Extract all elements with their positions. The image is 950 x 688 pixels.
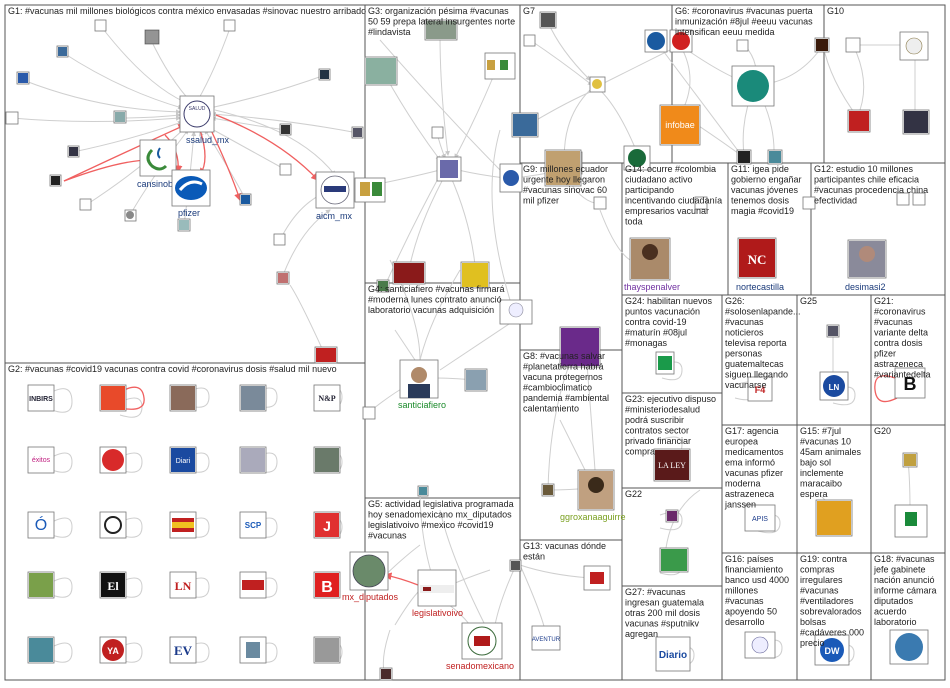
svg-text:El: El: [107, 579, 119, 593]
mid-right-nodes: thayspenalver NC nortecastilla desimasi2…: [531, 149, 926, 651]
svg-text:Diario: Diario: [659, 650, 687, 661]
node-label-ssalud: ssalud_mx: [186, 135, 230, 145]
svg-text:B: B: [904, 374, 917, 394]
svg-text:SALUD: SALUD: [189, 106, 206, 112]
svg-text:APIS: APIS: [752, 516, 768, 523]
group-g2-label: G2: #vacunas #covid19 vacunas contra cov…: [8, 364, 337, 374]
svg-text:INBIRS: INBIRS: [29, 396, 53, 403]
group-g4: [364, 282, 521, 499]
node-label-santiciafiero: santiciafiero: [398, 400, 446, 410]
edges: [11, 21, 929, 676]
node-label-desimasi2: desimasi2: [845, 282, 886, 292]
svg-text:EV: EV: [174, 643, 193, 658]
group-g20-label: G20: [874, 426, 891, 436]
svg-text:LA LEY: LA LEY: [658, 461, 686, 470]
svg-text:éxitos: éxitos: [32, 457, 51, 464]
svg-text:LN: LN: [829, 383, 840, 392]
group-g25-label: G25: [800, 296, 817, 306]
group-g4-label: G4: santiciafiero #vacunas firmará#moder…: [368, 284, 505, 315]
svg-text:LN: LN: [175, 579, 192, 593]
svg-text:infobae: infobae: [665, 120, 695, 130]
svg-text:DW: DW: [825, 646, 840, 656]
node-label-aicm: aicm_mx: [316, 211, 353, 221]
group-g23-label: G23: ejecutivo dispuso#ministeriodesalud…: [625, 394, 716, 457]
group-g18: [870, 552, 946, 681]
node-label-mx-diputados: mx_diputados: [342, 592, 399, 602]
group-g25: [796, 294, 872, 426]
g1-nodes: SALUD ssalud_mx cansinob pfizer aicm_mx: [5, 19, 364, 364]
node-label-senadomexicano: senadomexicano: [446, 661, 514, 671]
g3-g4-g5-nodes: santiciafiero mx_diputados legislativoiv…: [342, 19, 533, 681]
node-icon: [273, 233, 286, 246]
node-icon: [5, 111, 19, 125]
group-g1-label: G1: #vacunas mil millones biológicos con…: [8, 6, 366, 16]
group-g10-label: G10: [827, 6, 844, 16]
node-icon: [279, 163, 292, 176]
svg-text:SCP: SCP: [245, 521, 262, 530]
svg-text:AVENTUR: AVENTUR: [532, 637, 561, 643]
red-edges: [63, 114, 898, 586]
svg-text:YA: YA: [107, 646, 119, 656]
node-icon: [79, 198, 92, 211]
cansino-icon: [139, 139, 177, 177]
g2-nodes: INBIRS N&P éxitos Diari Ó SCP J El LN B …: [27, 384, 341, 664]
svg-text:N&P: N&P: [318, 394, 335, 403]
svg-text:NC: NC: [748, 252, 767, 267]
svg-text:B: B: [321, 579, 333, 596]
node-label-ggroxanaaguirre: ggroxanaaguirre: [560, 512, 626, 522]
group-g22-label: G22: [625, 489, 642, 499]
svg-text:F4: F4: [755, 385, 766, 395]
node-label-legislativoivo: legislativoivo: [412, 608, 463, 618]
svg-text:Ó: Ó: [35, 515, 47, 534]
group-g10: [823, 4, 946, 164]
lower-right-nodes: LA LEY Diario F4 APIS LN DW B: [653, 324, 929, 672]
group-g7-label: G7: [523, 6, 535, 16]
node-icon: [94, 19, 107, 32]
node-label-thayspenalver: thayspenalver: [624, 282, 680, 292]
node-icon: [223, 19, 236, 32]
node-label-cansino: cansinob: [137, 179, 173, 189]
svg-text:J: J: [323, 518, 331, 534]
node-label-nortecastilla: nortecastilla: [736, 282, 784, 292]
node-label-pfizer: pfizer: [178, 208, 200, 218]
svg-text:Diari: Diari: [176, 458, 191, 465]
